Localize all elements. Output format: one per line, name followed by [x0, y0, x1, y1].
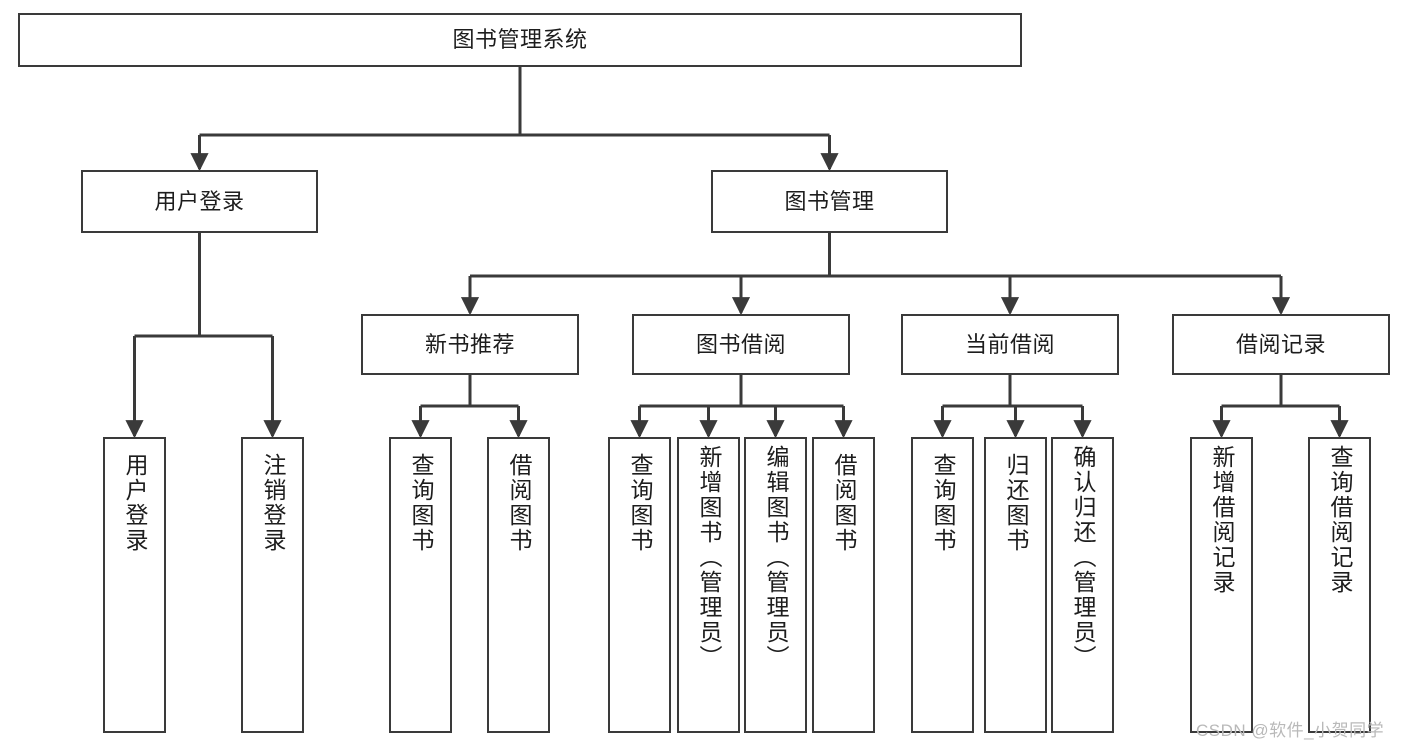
- node-label: 图书借阅: [695, 331, 786, 357]
- node-label: 查询图书: [930, 453, 956, 553]
- node-label: 新书推荐: [424, 331, 515, 357]
- node-leaf-confirm-return[interactable]: 确认归还（管理员）: [1051, 437, 1114, 733]
- node-label: 新增图书（管理员）: [696, 445, 722, 670]
- node-label: 查询图书: [408, 453, 434, 553]
- node-label: 用户登录: [154, 188, 245, 214]
- node-leaf-add-book[interactable]: 新增图书（管理员）: [677, 437, 740, 733]
- node-borrow-record[interactable]: 借阅记录: [1172, 314, 1390, 375]
- node-leaf-user-login[interactable]: 用户登录: [103, 437, 166, 733]
- node-book-borrow[interactable]: 图书借阅: [632, 314, 850, 375]
- node-leaf-return-book[interactable]: 归还图书: [984, 437, 1047, 733]
- node-label: 图书管理系统: [452, 27, 588, 53]
- node-root[interactable]: 图书管理系统: [18, 13, 1022, 67]
- node-label: 归还图书: [1003, 453, 1029, 553]
- node-label: 确认归还（管理员）: [1070, 445, 1096, 670]
- node-label: 新增借阅记录: [1209, 445, 1235, 595]
- node-leaf-query-book-3[interactable]: 查询图书: [911, 437, 974, 733]
- node-book-manage[interactable]: 图书管理: [711, 170, 948, 233]
- node-label: 查询借阅记录: [1327, 445, 1353, 595]
- node-current-borrow[interactable]: 当前借阅: [901, 314, 1119, 375]
- node-leaf-query-book-2[interactable]: 查询图书: [608, 437, 671, 733]
- node-leaf-add-record[interactable]: 新增借阅记录: [1190, 437, 1253, 733]
- node-user-login[interactable]: 用户登录: [81, 170, 318, 233]
- node-new-book-rec[interactable]: 新书推荐: [361, 314, 579, 375]
- node-label: 当前借阅: [964, 331, 1055, 357]
- node-leaf-borrow-book-1[interactable]: 借阅图书: [487, 437, 550, 733]
- node-label: 编辑图书（管理员）: [763, 445, 789, 670]
- node-label: 图书管理: [784, 188, 875, 214]
- node-leaf-query-book-1[interactable]: 查询图书: [389, 437, 452, 733]
- node-label: 查询图书: [627, 453, 653, 553]
- node-leaf-borrow-book-2[interactable]: 借阅图书: [812, 437, 875, 733]
- node-leaf-edit-book[interactable]: 编辑图书（管理员）: [744, 437, 807, 733]
- node-leaf-logout[interactable]: 注销登录: [241, 437, 304, 733]
- node-label: 借阅图书: [831, 453, 857, 553]
- node-label: 注销登录: [260, 453, 286, 553]
- node-label: 用户登录: [122, 453, 148, 553]
- node-label: 借阅记录: [1235, 331, 1326, 357]
- node-label: 借阅图书: [506, 453, 532, 553]
- node-leaf-query-record[interactable]: 查询借阅记录: [1308, 437, 1371, 733]
